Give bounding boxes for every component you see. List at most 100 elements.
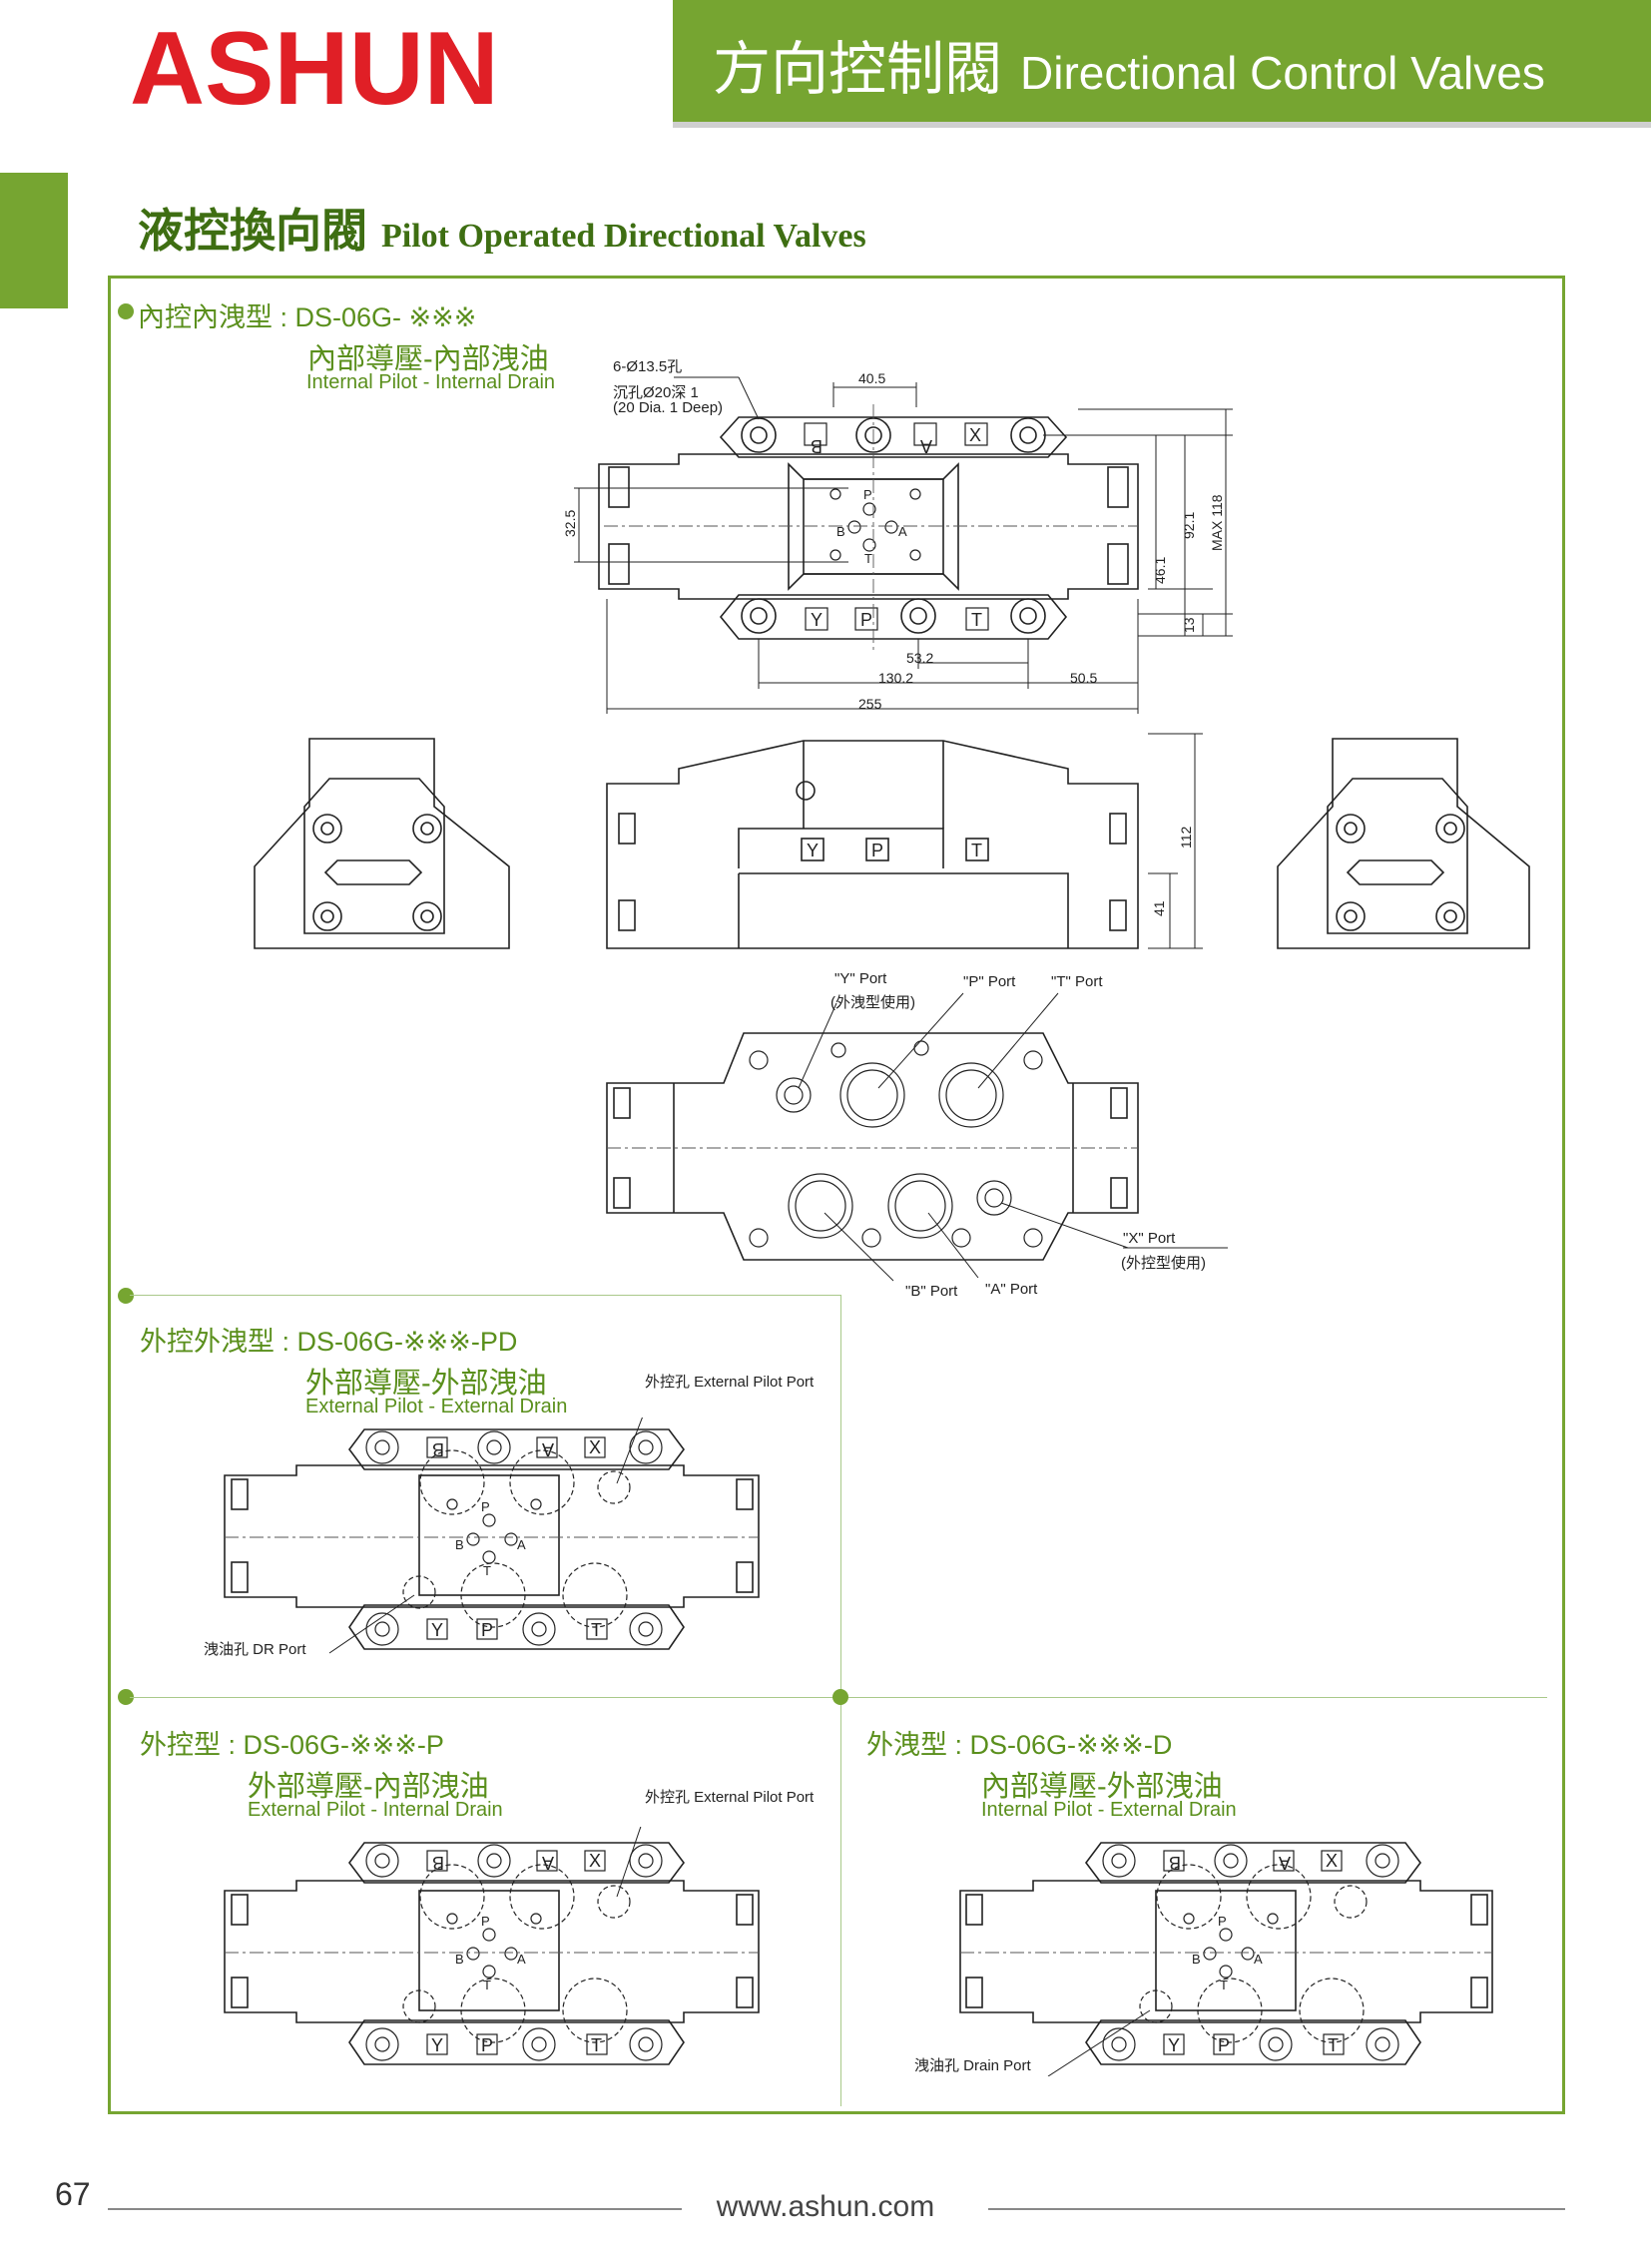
dim-130-2: 130.2 <box>878 670 913 686</box>
type2-en: External Pilot - External Drain <box>305 1396 568 1418</box>
t2-port-y: Y <box>431 1620 443 1640</box>
type4-model: 外洩型 : DS-06G-※※※-D <box>866 1730 1173 1760</box>
y-port-note: (外洩型使用) <box>830 994 915 1011</box>
t4-port-p: P <box>1218 2035 1230 2055</box>
dim-40-5: 40.5 <box>858 370 885 386</box>
side-port-p: P <box>871 841 883 860</box>
t3-port-t: T <box>591 2035 602 2055</box>
t3-inner-t: T <box>483 1978 491 1992</box>
t4-port-a: A <box>1279 1853 1291 1873</box>
type2-drawing: B A X Y P T P B A T <box>224 1418 760 1654</box>
type4-drain-callout: 洩油孔 Drain Port <box>914 2057 1031 2074</box>
footer-line-right <box>988 2208 1565 2210</box>
x-port-label: "X" Port <box>1123 1230 1176 1247</box>
ashun-logo: ASHUN <box>130 12 499 122</box>
bullet-dot <box>118 1288 134 1304</box>
top-view-drawing: 40.5 53.2 130.2 50.5 255 32.5 92.1 MAX 1… <box>562 370 1233 714</box>
x-port-note: (外控型使用) <box>1121 1255 1206 1272</box>
t4-inner-p: P <box>1218 1914 1227 1929</box>
y-port-label: "Y" Port <box>834 970 887 987</box>
top-port-x: X <box>969 425 981 445</box>
type1-en: Internal Pilot - Internal Drain <box>306 371 556 393</box>
t3-port-x: X <box>589 1851 601 1871</box>
dim-max-118: MAX 118 <box>1209 494 1225 551</box>
header-title-zh: 方向控制閥 <box>713 35 1003 103</box>
t2-inner-t: T <box>483 1563 491 1578</box>
dim-41: 41 <box>1151 900 1167 916</box>
dim-46-1: 46.1 <box>1152 557 1168 584</box>
hole-note-2: 沉孔Ø20深 1 <box>613 384 699 401</box>
type4-en: Internal Pilot - External Drain <box>981 1799 1237 1821</box>
footer-line-left <box>108 2208 682 2210</box>
dim-112: 112 <box>1178 826 1194 849</box>
header-band: 方向控制閥 Directional Control Valves <box>673 0 1651 122</box>
type2-zh: 外部導壓-外部洩油 <box>305 1368 547 1400</box>
type4-zh: 內部導壓-外部洩油 <box>981 1771 1223 1803</box>
top-port-t: T <box>971 610 982 630</box>
t2-inner-b: B <box>455 1537 464 1552</box>
top-port-b: B <box>811 436 823 456</box>
footer-url[interactable]: www.ashun.com <box>716 2190 935 2223</box>
t4-port-y: Y <box>1168 2035 1180 2055</box>
t3-inner-a: A <box>517 1952 526 1967</box>
t2-port-b: B <box>432 1439 444 1459</box>
t2-port-x: X <box>589 1437 601 1457</box>
b-port-label: "B" Port <box>905 1283 958 1300</box>
side-tab <box>0 173 68 308</box>
dim-255: 255 <box>858 696 882 712</box>
t2-port-p: P <box>481 1620 493 1640</box>
t3-port-y: Y <box>431 2035 443 2055</box>
t2-inner-p: P <box>481 1499 490 1514</box>
t-port-label: "T" Port <box>1051 973 1103 990</box>
p-port-label: "P" Port <box>963 973 1016 990</box>
type1-model: 內控內洩型 : DS-06G- ※※※ <box>138 302 477 332</box>
t4-inner-t: T <box>1220 1978 1228 1992</box>
top-port-a: A <box>920 436 932 456</box>
section-title-zh: 液控換向閥 <box>138 204 367 258</box>
t2-inner-a: A <box>517 1537 526 1552</box>
bullet-dot <box>118 1689 134 1705</box>
bullet-dot <box>118 303 134 319</box>
type2-dr-callout: 洩油孔 DR Port <box>204 1641 306 1658</box>
type3-model: 外控型 : DS-06G-※※※-P <box>140 1730 444 1760</box>
t4-port-b: B <box>1169 1853 1181 1873</box>
t4-port-x: X <box>1326 1851 1338 1871</box>
dim-32-5: 32.5 <box>562 510 578 537</box>
logo-wordmark: ASHUN <box>130 12 499 122</box>
hole-note-1: 6-Ø13.5孔 <box>613 358 683 375</box>
side-port-t: T <box>971 841 982 860</box>
t3-port-a: A <box>542 1853 554 1873</box>
side-port-y: Y <box>807 841 819 860</box>
type3-ext-pilot-callout: 外控孔 External Pilot Port <box>645 1789 815 1806</box>
dim-53-2: 53.2 <box>906 650 933 666</box>
inner-port-b: B <box>836 524 845 539</box>
divider-line <box>130 1295 840 1296</box>
t3-port-b: B <box>432 1853 444 1873</box>
inner-port-t: T <box>864 551 872 566</box>
top-port-p: P <box>860 610 872 630</box>
top-port-y: Y <box>811 610 823 630</box>
t2-port-a: A <box>542 1439 554 1459</box>
side-views-drawing: 112 41 Y P T <box>254 733 1530 949</box>
hole-note-3: (20 Dia. 1 Deep) <box>613 399 724 416</box>
t4-inner-a: A <box>1254 1952 1263 1967</box>
dim-50-5: 50.5 <box>1070 670 1097 686</box>
t3-inner-p: P <box>481 1914 490 1929</box>
port-view-drawing <box>606 992 1228 1282</box>
t3-port-p: P <box>481 2035 493 2055</box>
type2-model: 外控外洩型 : DS-06G-※※※-PD <box>140 1327 518 1357</box>
t4-port-t: T <box>1328 2035 1339 2055</box>
t3-inner-b: B <box>455 1952 464 1967</box>
type3-drawing: B A X Y P T P B A T <box>224 1827 760 2065</box>
header-shadow <box>673 122 1651 128</box>
dim-13: 13 <box>1181 617 1197 633</box>
type1-zh: 內部導壓-內部洩油 <box>307 343 549 375</box>
section-title: 液控換向閥 Pilot Operated Directional Valves <box>138 195 866 261</box>
type3-en: External Pilot - Internal Drain <box>248 1799 503 1821</box>
section-title-en: Pilot Operated Directional Valves <box>381 218 866 255</box>
bullet-dot <box>832 1689 848 1705</box>
a-port-label: "A" Port <box>985 1281 1038 1298</box>
inner-port-a: A <box>898 524 907 539</box>
t2-port-t: T <box>591 1620 602 1640</box>
header-title-en: Directional Control Valves <box>1020 47 1545 99</box>
